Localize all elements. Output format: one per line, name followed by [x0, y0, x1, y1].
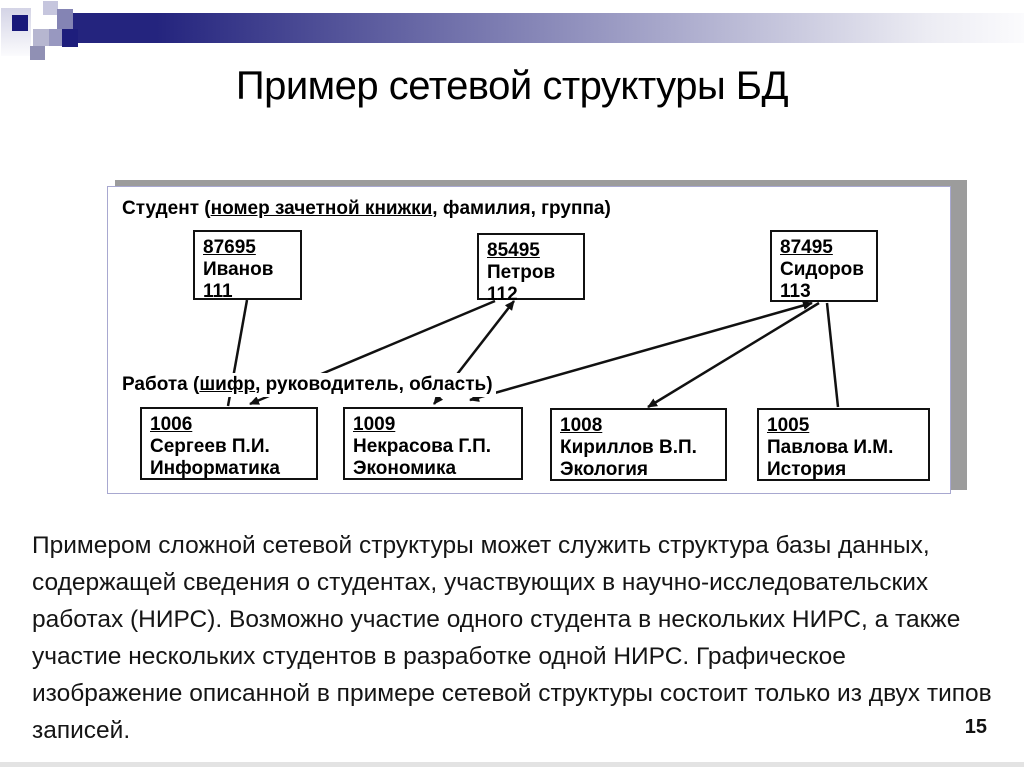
student-group: 112: [487, 284, 518, 305]
work-supervisor: Сергеев П.И.: [150, 436, 270, 457]
work-area: Экология: [560, 459, 649, 480]
body-paragraph: Примером сложной сетевой структуры может…: [32, 532, 992, 744]
student-node-petrov: 85495 Петров 112: [477, 233, 585, 305]
work-supervisor: Павлова И.М.: [767, 437, 894, 458]
decor-square: [57, 9, 73, 30]
work-node-1005: 1005 Павлова И.М. История: [757, 408, 930, 481]
work-id: 1006: [150, 414, 193, 435]
work-node-1008: 1008 Кириллов В.П. Экология: [550, 408, 727, 481]
decor-square: [12, 15, 28, 31]
student-node-sidorov: 87495 Сидоров 113: [770, 230, 878, 302]
work-supervisor: Некрасова Г.П.: [353, 436, 492, 457]
bottom-edge-strip: [0, 762, 1024, 767]
decor-square: [62, 29, 78, 47]
work-supervisor: Кириллов В.П.: [560, 437, 697, 458]
work-area: Экономика: [353, 458, 457, 479]
student-id: 87695: [203, 237, 256, 258]
student-name: Сидоров: [780, 259, 864, 280]
work-area: Информатика: [150, 458, 280, 479]
work-node-1009: 1009 Некрасова Г.П. Экономика: [343, 407, 523, 480]
decor-square: [30, 46, 45, 60]
page-title: Пример сетевой структуры БД: [235, 64, 789, 108]
decor-square: [33, 29, 49, 46]
student-id: 85495: [487, 240, 540, 261]
decor-square: [49, 29, 62, 46]
student-name: Иванов: [203, 259, 274, 280]
student-node-ivanov: 87695 Иванов 111: [193, 230, 302, 302]
work-area: История: [767, 459, 847, 480]
work-id: 1009: [353, 414, 396, 435]
student-name: Петров: [487, 262, 556, 283]
work-node-1006: 1006 Сергеев П.И. Информатика: [140, 407, 318, 480]
work-id: 1005: [767, 415, 810, 436]
header-gradient-bar: [60, 13, 1024, 43]
student-group: 111: [203, 281, 233, 302]
work-id: 1008: [560, 415, 603, 436]
work-record-label: Работа (шифр, руководитель, область): [119, 373, 496, 397]
student-id: 87495: [780, 237, 833, 258]
page-number: 15: [964, 716, 987, 738]
student-record-label: Студент (номер зачетной книжки, фамилия,…: [119, 197, 614, 221]
decor-square: [43, 1, 58, 15]
student-group: 113: [780, 281, 811, 302]
